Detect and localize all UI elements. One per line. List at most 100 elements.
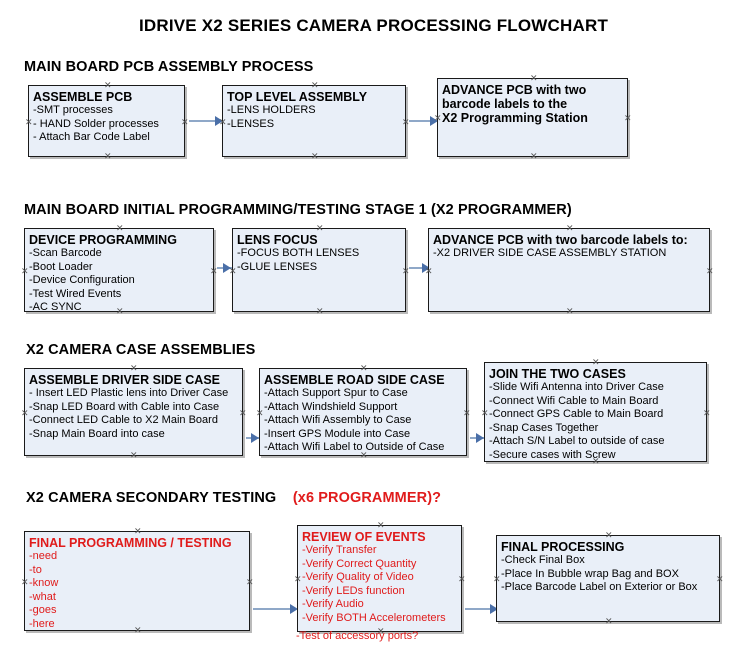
- resize-handle-left[interactable]: [229, 268, 236, 275]
- connector-arrowhead: [290, 604, 298, 614]
- resize-handle-top[interactable]: [566, 225, 573, 232]
- box-line: -Place Barcode Label on Exterior or Box: [501, 581, 698, 593]
- box-line: -Verify Correct Quantity: [302, 557, 417, 570]
- resize-handle-right[interactable]: [706, 268, 713, 275]
- connector-arrowhead: [251, 433, 259, 443]
- box-title: FINAL PROCESSING: [501, 540, 625, 554]
- box-title: ASSEMBLE PCB: [33, 90, 133, 104]
- box-line: -FOCUS BOTH LENSES: [237, 247, 360, 259]
- box-line: -Scan Barcode: [29, 247, 102, 259]
- box-line: -Verify BOTH Accelerometers: [302, 611, 446, 624]
- section-heading-accent: (x6 PROGRAMMER)?: [292, 490, 442, 506]
- resize-handle-bottom[interactable]: [566, 308, 573, 315]
- box-title: DEVICE PROGRAMMING: [29, 233, 177, 247]
- box-lens-focus[interactable]: LENS FOCUS -FOCUS BOTH LENSES -GLUE LENS…: [232, 228, 406, 312]
- box-assemble-driver-side-case[interactable]: ASSEMBLE DRIVER SIDE CASE - Insert LED P…: [24, 368, 243, 456]
- resize-handle-top[interactable]: [116, 225, 123, 232]
- box-title: ASSEMBLE DRIVER SIDE CASE: [29, 373, 221, 387]
- box-title-line3: X2 Programming Station: [442, 111, 588, 125]
- section-heading-x2-camera-secondary-testing: X2 CAMERA SECONDARY TESTING (x6 PROGRAMM…: [26, 490, 441, 506]
- box-review-of-events[interactable]: REVIEW OF EVENTS -Verify Transfer -Verif…: [297, 525, 462, 632]
- box-line: -Attach Support Spur to Case: [264, 387, 408, 399]
- section-heading-main-board-pcb-assembly: MAIN BOARD PCB ASSEMBLY PROCESS: [24, 59, 314, 75]
- resize-handle-bottom[interactable]: [316, 308, 323, 315]
- resize-handle-top[interactable]: [377, 522, 384, 529]
- resize-handle-right[interactable]: [239, 410, 246, 417]
- resize-handle-left[interactable]: [493, 576, 500, 583]
- resize-handle-top[interactable]: [104, 82, 111, 89]
- resize-handle-right[interactable]: [463, 410, 470, 417]
- resize-handle-left[interactable]: [219, 119, 226, 126]
- box-line: -here: [29, 617, 55, 630]
- box-line: -SMT processes: [33, 104, 113, 116]
- resize-handle-top[interactable]: [605, 532, 612, 539]
- resize-handle-top[interactable]: [311, 82, 318, 89]
- resize-handle-right[interactable]: [402, 119, 409, 126]
- resize-handle-right[interactable]: [181, 119, 188, 126]
- resize-handle-left[interactable]: [294, 576, 301, 583]
- box-line: -LENS HOLDERS: [227, 104, 316, 116]
- resize-handle-right[interactable]: [246, 579, 253, 586]
- connector-arrowhead: [476, 433, 484, 443]
- box-advance-pcb-to-programming-station[interactable]: ADVANCE PCB with two barcode labels to t…: [437, 78, 628, 157]
- box-line: -what: [29, 590, 56, 603]
- box-line: -Slide Wifi Antenna into Driver Case: [489, 381, 664, 393]
- resize-handle-bottom[interactable]: [360, 452, 367, 459]
- resize-handle-bottom[interactable]: [605, 618, 612, 625]
- box-assemble-pcb[interactable]: ASSEMBLE PCB -SMT processes - HAND Solde…: [28, 85, 185, 157]
- box-device-programming[interactable]: DEVICE PROGRAMMING -Scan Barcode -Boot L…: [21, 225, 217, 315]
- box-line: -X2 DRIVER SIDE CASE ASSEMBLY STATION: [433, 247, 667, 259]
- resize-handle-left[interactable]: [425, 268, 432, 275]
- box-title: ADVANCE PCB with two: [442, 83, 587, 97]
- box-title: REVIEW OF EVENTS: [302, 530, 426, 544]
- resize-handle-left[interactable]: [25, 119, 32, 126]
- resize-handle-bottom[interactable]: [104, 153, 111, 160]
- box-line: -need: [29, 550, 58, 562]
- resize-handle-left[interactable]: [21, 268, 28, 275]
- resize-handle-bottom[interactable]: [592, 458, 599, 465]
- box-assemble-road-side-case[interactable]: ASSEMBLE ROAD SIDE CASE -Attach Support …: [259, 368, 467, 456]
- box-final-programming-testing[interactable]: FINAL PROGRAMMING / TESTING -need -to -k…: [24, 531, 250, 631]
- box-top-level-assembly[interactable]: TOP LEVEL ASSEMBLY -LENS HOLDERS -LENSES: [222, 85, 406, 157]
- resize-handle-right[interactable]: [210, 268, 217, 275]
- box-join-the-two-cases[interactable]: JOIN THE TWO CASES -Slide Wifi Antenna i…: [484, 362, 707, 462]
- connector-lens-focus-to-advance-pcb-driver: [409, 267, 427, 269]
- resize-handle-top[interactable]: [316, 225, 323, 232]
- resize-handle-left[interactable]: [21, 579, 28, 586]
- resize-handle-right[interactable]: [716, 576, 723, 583]
- resize-handle-right[interactable]: [402, 268, 409, 275]
- box-line: -Attach Windshield Support: [264, 400, 398, 413]
- connector-top-level-to-advance-pcb: [409, 120, 434, 122]
- connector-final-programming-to-review-events: [253, 608, 293, 610]
- box-line: -Place In Bubble wrap Bag and BOX: [501, 567, 679, 580]
- resize-handle-left[interactable]: [481, 410, 488, 417]
- resize-handle-left[interactable]: [434, 115, 441, 122]
- resize-handle-bottom[interactable]: [530, 153, 537, 160]
- box-line: -LENSES: [227, 117, 275, 130]
- resize-handle-right[interactable]: [458, 576, 465, 583]
- resize-handle-bottom[interactable]: [311, 153, 318, 160]
- box-line: -Boot Loader: [29, 260, 93, 273]
- box-line: -Device Configuration: [29, 274, 135, 286]
- resize-handle-top[interactable]: [530, 75, 537, 82]
- resize-handle-right[interactable]: [703, 410, 710, 417]
- box-line: -Secure cases with Screw: [489, 448, 616, 461]
- resize-handle-bottom[interactable]: [134, 627, 141, 634]
- box-advance-pcb-to-driver-case-station[interactable]: ADVANCE PCB with two barcode labels to: …: [428, 228, 710, 312]
- box-title-line2: barcode labels to the: [442, 97, 568, 111]
- resize-handle-top[interactable]: [134, 528, 141, 535]
- box-line: -Attach S/N Label to outside of case: [489, 435, 665, 447]
- resize-handle-bottom[interactable]: [130, 452, 137, 459]
- resize-handle-left[interactable]: [256, 410, 263, 417]
- connector-arrowhead: [490, 604, 498, 614]
- resize-handle-top[interactable]: [360, 365, 367, 372]
- resize-handle-top[interactable]: [130, 365, 137, 372]
- box-line: -Snap Cases Together: [489, 421, 599, 434]
- resize-handle-top[interactable]: [592, 359, 599, 366]
- box-final-processing[interactable]: FINAL PROCESSING -Check Final Box -Place…: [496, 535, 720, 622]
- resize-handle-right[interactable]: [624, 115, 631, 122]
- resize-handle-left[interactable]: [21, 410, 28, 417]
- box-line: -Verify Quality of Video: [302, 571, 414, 583]
- resize-handle-bottom[interactable]: [116, 308, 123, 315]
- box-line: -AC SYNC: [29, 301, 82, 313]
